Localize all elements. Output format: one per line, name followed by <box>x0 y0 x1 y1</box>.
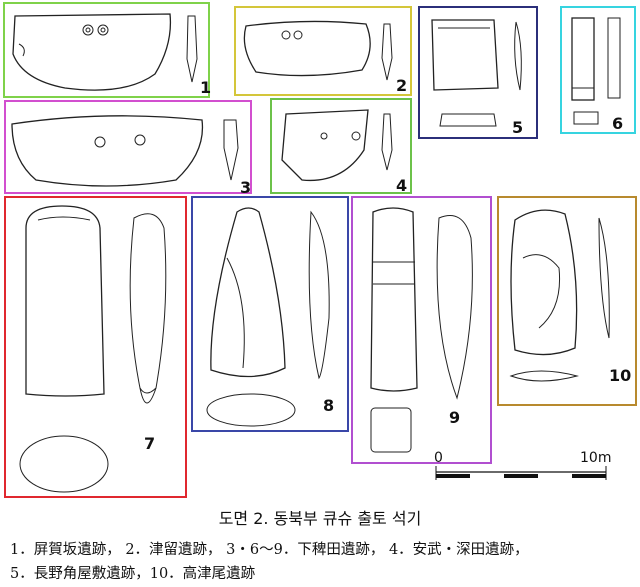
item-number: 5 <box>512 118 524 137</box>
legend-line-1: 1．屏賀坂遺跡， 2．津留遺跡， 3・6～9．下稗田遺跡， 4．安武・深田遺跡， <box>10 542 529 558</box>
artifact-panel-10: 10 <box>497 196 637 406</box>
stone-axe-drawing-7 <box>19 205 167 493</box>
artifact-panel-5: 5 <box>418 6 538 139</box>
stone-adze-drawing-5 <box>431 19 522 127</box>
stone-knife-drawing-3 <box>11 115 239 187</box>
scale-bar-graphic <box>435 466 607 480</box>
scale-start-label: 0 <box>434 450 443 466</box>
scale-end-label: 10m <box>580 450 612 466</box>
stone-knife-drawing-1 <box>12 13 198 91</box>
item-number: 10 <box>609 366 632 385</box>
item-number: 9 <box>449 408 461 427</box>
stone-axe-drawing-8 <box>206 207 330 427</box>
stone-knife-drawing-4 <box>281 109 393 182</box>
item-number: 8 <box>323 396 335 415</box>
figure-caption: 도면 2. 동북부 큐슈 출토 석기 <box>218 509 422 528</box>
stone-knife-drawing-2 <box>243 20 393 81</box>
stone-chisel-drawing-6 <box>571 17 621 125</box>
artifact-panel-9: 9 <box>351 196 492 464</box>
scale-bar: 0 10m <box>434 450 634 490</box>
artifact-panel-6: 6 <box>560 6 636 134</box>
item-number: 4 <box>396 176 408 195</box>
artifact-panel-7: 7 <box>4 196 187 498</box>
artifact-panel-8: 8 <box>191 196 349 432</box>
artifact-panel-1: 1 <box>3 2 212 98</box>
item-number: 3 <box>240 178 252 197</box>
stone-axe-drawing-9 <box>370 207 473 453</box>
artifact-panel-4: 4 <box>270 98 412 195</box>
item-number: 7 <box>144 434 156 453</box>
legend-line-2: 5．長野角屋敷遺跡，10．高津尾遺跡 <box>10 566 256 582</box>
stone-axe-drawing-10 <box>509 209 610 382</box>
artifact-panel-3: 3 <box>4 100 252 197</box>
item-number: 2 <box>396 76 408 95</box>
artifact-panel-2: 2 <box>234 6 412 96</box>
item-number: 1 <box>200 78 212 97</box>
item-number: 6 <box>612 114 624 133</box>
